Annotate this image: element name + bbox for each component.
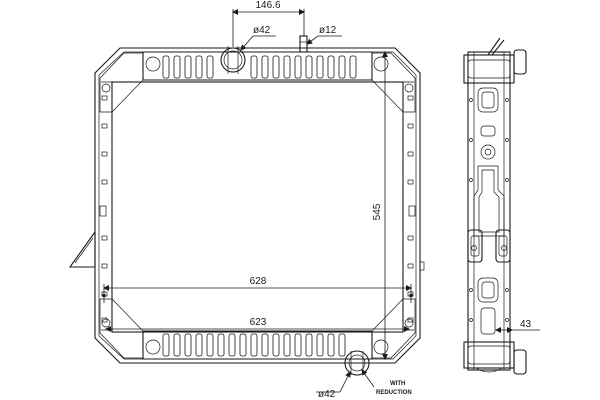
reduction-note-line2: REDUCTION [376,390,412,396]
tank-rib [294,333,302,357]
dim-height-label: 545 [372,203,383,220]
tank-rib [338,333,346,357]
tank-rib [162,55,170,79]
dimension-width-outer [102,284,413,303]
tank-rib [184,333,192,357]
dim-pipe-offset-label: 146.6 [255,0,280,11]
tank-rib [294,55,302,79]
tank-rib [217,333,225,357]
vent-diameter-leader [306,35,319,45]
tank-rib [195,333,203,357]
side-view-vent-pipe [487,37,501,56]
tank-rib [261,55,269,79]
corner-hole-bottom-left [101,318,111,328]
dim-width-inner-label: 623 [250,317,267,328]
dim-outlet-diameter-label: ø42 [318,389,336,400]
side-view-slot-1 [477,87,499,113]
outlet-diameter-leader [339,371,351,393]
top-tank-boss-left [145,56,161,72]
tank-rib [195,55,203,79]
tank-rib [338,55,346,79]
side-view: 43 [463,37,540,375]
tank-rib [305,55,313,79]
side-view-bracket-right [495,229,511,263]
tank-rib [239,333,247,357]
tank-rib [206,55,214,79]
tank-rib [316,55,324,79]
radiator-frame-inner [98,51,417,360]
side-view-top-header [463,54,515,84]
side-view-slot-3 [477,277,499,303]
radiator-core [111,81,404,333]
dim-inlet-diameter-label: ø42 [253,25,271,36]
right-drain-plug [419,261,425,271]
top-tank [142,51,373,81]
tank-rib [250,55,258,79]
inlet-pipe [220,46,246,74]
tank-rib [272,333,280,357]
tank-rib [261,333,269,357]
tank-rib [327,333,335,357]
side-view-fitting [480,144,496,160]
tank-rib [173,55,181,79]
outlet-pipe [344,350,370,376]
tank-rib [283,333,291,357]
bracket-holes-left [99,95,108,323]
tank-rib [283,55,291,79]
tank-rib [327,55,335,79]
side-view-bracket-left [467,229,483,263]
tank-rib [206,333,214,357]
reduction-note-leader [361,369,375,388]
tank-rib [316,333,324,357]
side-view-center-frame [473,165,505,237]
bottom-tank-ribs [162,333,346,357]
dim-width-outer-label: 628 [250,276,267,287]
side-view-slot-2 [480,125,496,137]
dim-vent-diameter-label: ø12 [319,25,337,36]
reduction-note-line1: WITH [390,381,405,387]
side-view-top-lug [513,49,527,75]
tank-rib [184,55,192,79]
vent-pipe [299,35,308,53]
top-tank-ribs [162,55,357,79]
tank-rib [228,333,236,357]
side-view-body [467,51,511,371]
tank-rib [305,333,313,357]
tank-rib [250,333,258,357]
corner-hole-bottom-right [404,318,414,328]
radiator-frame-outer [94,47,421,364]
tank-rib [162,333,170,357]
side-view-holes [469,98,509,322]
tank-rib [272,55,280,79]
bottom-tank-boss-right [373,339,389,355]
bracket-holes-right [407,95,416,323]
front-view: 146.6 ø42 ø12 545 628 623 ø42 [68,0,425,400]
tank-rib [173,333,181,357]
corner-hole-top-right [404,83,414,93]
corner-hole-top-left [101,83,111,93]
dimension-pipe-offset [232,9,305,47]
top-tank-boss-right [373,56,389,72]
inlet-diameter-leader [240,35,254,51]
side-view-bottom-lug [513,349,527,375]
side-view-slot-4 [480,307,496,335]
dim-side-depth-label: 43 [520,319,532,330]
left-mounting-bracket [68,230,96,268]
tank-rib [349,55,357,79]
bottom-tank-boss-left [145,339,161,355]
